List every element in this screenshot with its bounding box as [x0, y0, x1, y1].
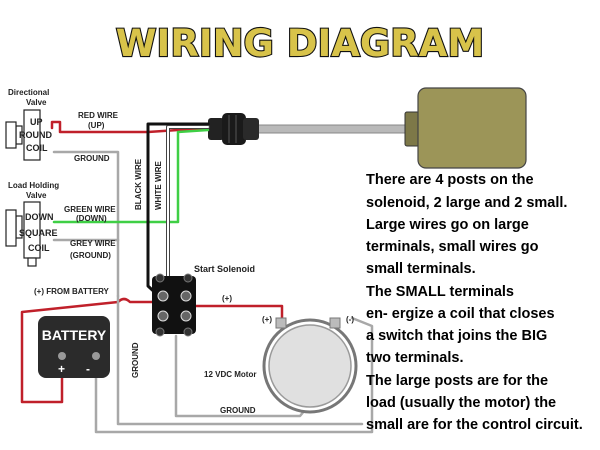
note-line: Large wires go on large — [366, 217, 529, 233]
note-line: The SMALL terminals — [366, 284, 514, 300]
motor-plus-label: (+) — [262, 315, 272, 324]
green-wire-down — [52, 128, 210, 224]
down-coil-label-2: SQUARE — [19, 228, 58, 238]
directional-valve: Directional Valve UP ROUND COIL — [5, 88, 52, 161]
connector-plug-icon — [208, 113, 259, 145]
load-holding-valve: Load Holding Valve DOWN SQUARE COIL — [5, 181, 59, 267]
motor-label: 12 VDC Motor — [204, 370, 256, 379]
down-coil-label-3: COIL — [28, 243, 50, 253]
solenoid-plus-label: (+) — [222, 294, 232, 303]
red-wire-label: RED WIRE — [78, 111, 119, 120]
motor-minus-label: (-) — [346, 315, 354, 324]
note-line: There are 4 posts on the — [366, 172, 534, 188]
green-wire-label-2: (DOWN) — [76, 214, 107, 223]
load-valve-caption-2: Valve — [26, 191, 47, 200]
motor — [262, 317, 358, 414]
note-line: two terminals. — [366, 350, 464, 366]
red-wire-battery — [20, 297, 156, 404]
note-line: solenoid, 2 large and 2 small. — [366, 195, 567, 211]
from-battery-label: (+) FROM BATTERY — [34, 287, 110, 296]
red-wire-label-2: (UP) — [88, 121, 105, 130]
battery-plus-label: + — [58, 362, 65, 376]
ground-wire-vertical — [116, 294, 364, 426]
grey-wire-label: GREY WIRE — [70, 239, 116, 248]
note-line: small are for the control circuit. — [366, 417, 583, 433]
note-line: small terminals. — [366, 261, 476, 277]
red-wire-up — [50, 120, 210, 134]
battery-label: BATTERY — [42, 327, 107, 343]
ground-vertical-label: GROUND — [131, 342, 140, 378]
green-wire-label: GREEN WIRE — [64, 205, 116, 214]
load-valve-caption: Load Holding — [8, 181, 59, 190]
diagram-title: WIRING DIAGRAM — [116, 22, 484, 65]
pump-icon — [404, 87, 527, 169]
note-line: en- ergize a coil that closes — [366, 306, 555, 322]
notes-block: There are 4 posts on the solenoid, 2 lar… — [366, 172, 583, 433]
battery: BATTERY + - — [38, 316, 110, 378]
start-solenoid — [152, 273, 196, 337]
note-line: The large posts are for the — [366, 373, 548, 389]
up-coil-label: UP — [30, 117, 43, 127]
directional-valve-caption: Directional — [8, 88, 49, 97]
down-coil-label: DOWN — [25, 212, 54, 222]
solenoid-label: Start Solenoid — [194, 264, 255, 274]
white-wire-label: WHITE WIRE — [154, 160, 163, 210]
up-coil-label-3: COIL — [26, 143, 48, 153]
black-wire-label: BLACK WIRE — [134, 158, 143, 210]
note-line: a switch that joins the BIG — [366, 328, 547, 344]
note-line: terminals, small wires go — [366, 239, 539, 255]
ground-wire-upper — [52, 150, 120, 298]
up-coil-label-2: ROUND — [19, 130, 52, 140]
battery-minus-label: - — [86, 362, 90, 376]
red-wire-motor — [194, 304, 284, 324]
grey-wire-label-2: (GROUND) — [70, 251, 111, 260]
directional-valve-caption-2: Valve — [26, 98, 47, 107]
pump-cable — [257, 124, 419, 134]
ground-bottom-label: GROUND — [220, 406, 256, 415]
note-line: load (usually the motor) the — [366, 395, 556, 411]
ground-label-upper: GROUND — [74, 154, 110, 163]
ground-wire-loop — [94, 316, 374, 434]
